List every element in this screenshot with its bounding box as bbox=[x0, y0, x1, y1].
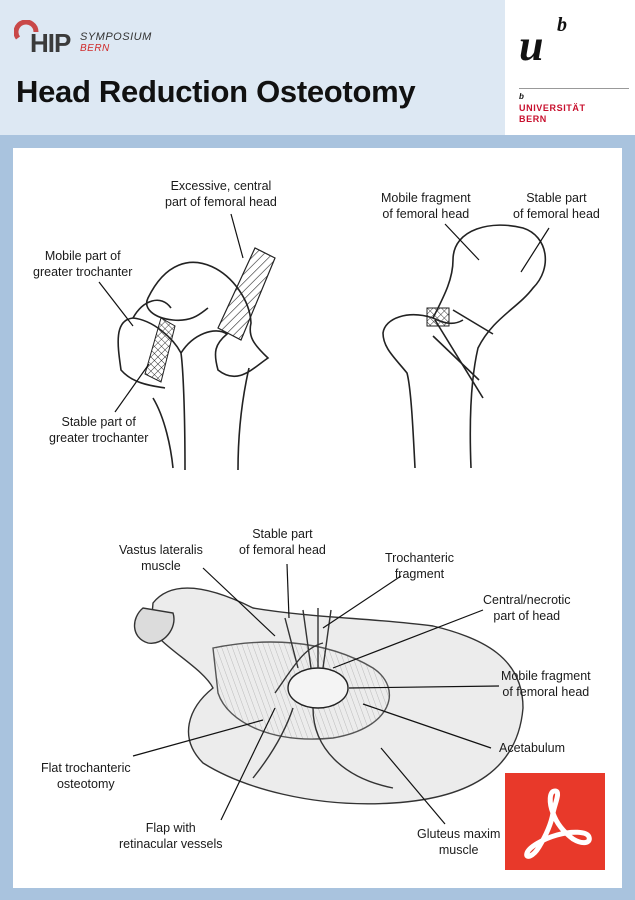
trochanter-osteotomy-zone bbox=[144, 317, 176, 383]
excessive-head-part bbox=[217, 247, 276, 341]
page-header: HIP SYMPOSIUM BERN Head Reduction Osteot… bbox=[0, 0, 635, 135]
symposium-city: BERN bbox=[80, 43, 110, 54]
page-title: Head Reduction Osteotomy bbox=[16, 74, 416, 109]
pdf-icon bbox=[524, 788, 592, 859]
right-femur-drawing bbox=[382, 224, 547, 469]
hip-symposium-logo: HIP SYMPOSIUM BERN bbox=[14, 20, 164, 60]
surgical-approach-drawing bbox=[133, 587, 524, 805]
university-mark-sup: b bbox=[557, 14, 567, 36]
hip-logo-mark bbox=[14, 20, 39, 40]
hip-logo-text: HIP bbox=[30, 28, 71, 58]
right-femur-graft bbox=[426, 307, 450, 327]
university-logo: u b b UNIVERSITÄT BERN bbox=[505, 0, 635, 135]
symposium-text: SYMPOSIUM bbox=[80, 31, 152, 43]
pdf-download-button[interactable] bbox=[505, 773, 605, 870]
university-small-b: b bbox=[519, 92, 524, 101]
university-name-line2: BERN bbox=[519, 114, 547, 124]
university-mark: u bbox=[519, 21, 544, 70]
label-acetabulum: Acetabulum bbox=[499, 741, 566, 755]
university-divider bbox=[519, 88, 629, 89]
university-name-line1: UNIVERSITÄT bbox=[519, 103, 586, 113]
